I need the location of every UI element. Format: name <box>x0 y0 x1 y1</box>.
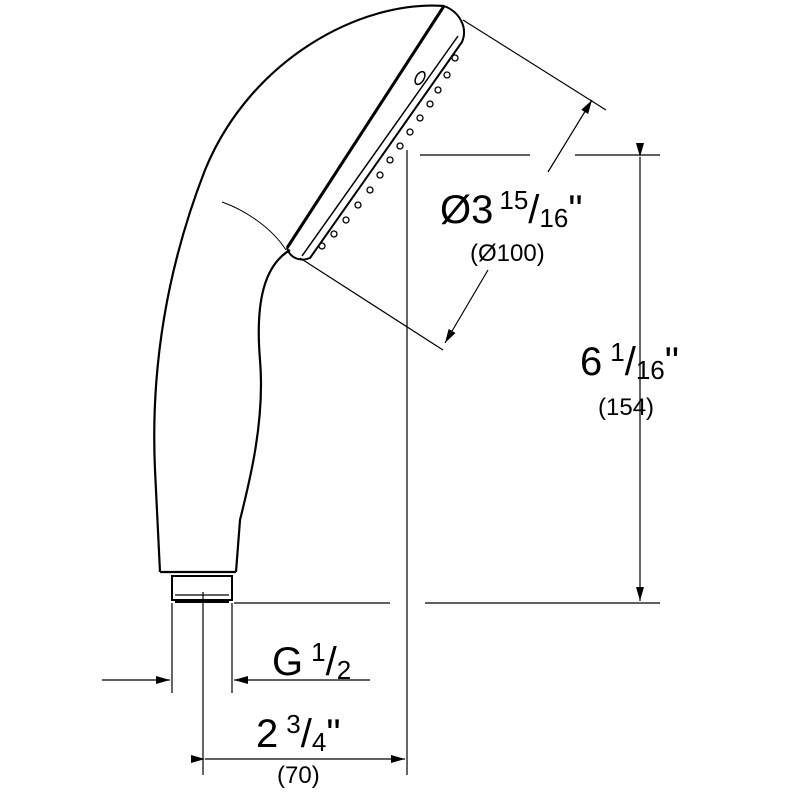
thread-slash: / <box>325 640 337 684</box>
height-unit: " <box>664 340 679 384</box>
shower-handle-outline <box>153 4 445 574</box>
head-diameter-unit: " <box>568 188 583 232</box>
offset-denominator: 4 <box>311 727 327 757</box>
head-diameter-metric: (Ø100) <box>470 240 545 267</box>
offset-unit: " <box>326 712 341 756</box>
thread-numerator: 1 <box>311 637 326 667</box>
dimension-lines <box>102 19 660 775</box>
offset-metric: (70) <box>277 762 320 789</box>
offset-slash: / <box>300 712 312 756</box>
head-diameter-denominator: 16 <box>539 203 569 233</box>
seam-line <box>221 201 287 251</box>
height-whole: 6 <box>580 340 603 384</box>
height-numerator: 1 <box>610 337 625 367</box>
head-diameter-whole: Ø3 <box>440 188 494 232</box>
offset-numerator: 3 <box>286 709 301 739</box>
nozzle-row <box>318 54 459 250</box>
offset-whole: 2 <box>256 712 279 756</box>
thread-denominator: 2 <box>336 655 352 685</box>
head-diameter-numerator: 15 <box>499 185 529 215</box>
height-denominator: 16 <box>635 355 665 385</box>
thread-connector <box>171 575 233 603</box>
height-metric: (154) <box>598 394 655 421</box>
thread-prefix: G <box>272 640 304 684</box>
height-slash: / <box>624 340 636 384</box>
shower-head-face <box>285 5 465 261</box>
head-diameter-slash: / <box>528 188 540 232</box>
